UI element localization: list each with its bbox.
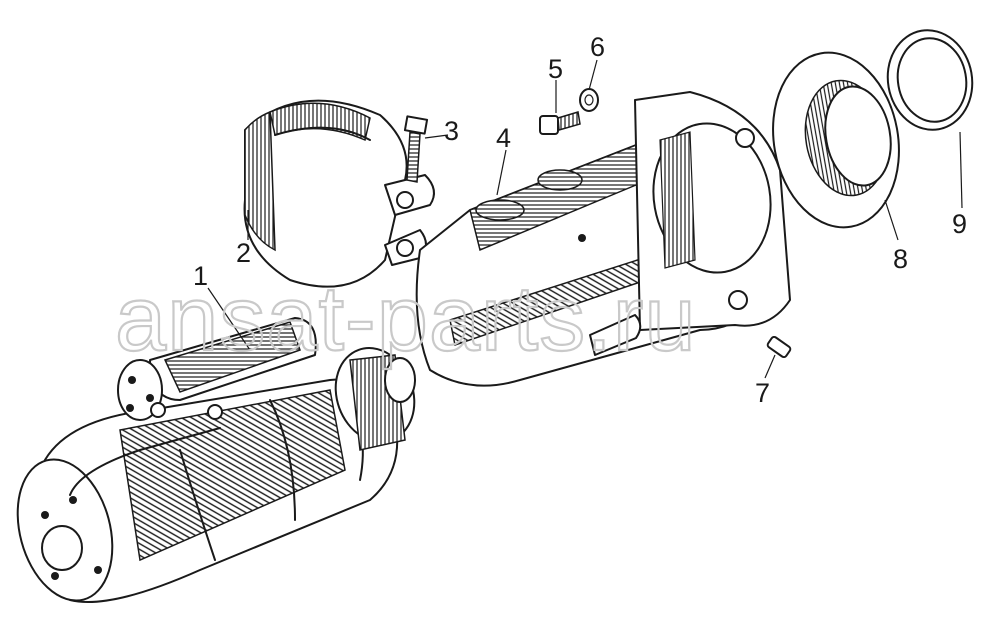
seal-ring	[886, 29, 974, 131]
callout-5: 5	[548, 54, 563, 84]
small-bolt	[539, 111, 581, 135]
callout-2: 2	[236, 238, 251, 268]
dowel-pin	[766, 335, 792, 359]
clamp-bolt	[403, 115, 429, 183]
gasket-ring	[772, 51, 900, 229]
clamp-strap	[243, 99, 435, 288]
watermark-text: ansat-parts.ru	[115, 268, 697, 370]
leader-lines	[207, 59, 963, 379]
lock-washer	[579, 88, 599, 112]
callout-7: 7	[755, 378, 770, 408]
callout-3: 3	[444, 116, 459, 146]
callout-9: 9	[952, 209, 967, 239]
starter-motor	[16, 317, 416, 603]
callout-1: 1	[193, 261, 208, 291]
callout-8: 8	[893, 244, 908, 274]
flange-housing	[415, 91, 791, 387]
callout-6: 6	[590, 32, 605, 62]
callout-4: 4	[496, 123, 511, 153]
